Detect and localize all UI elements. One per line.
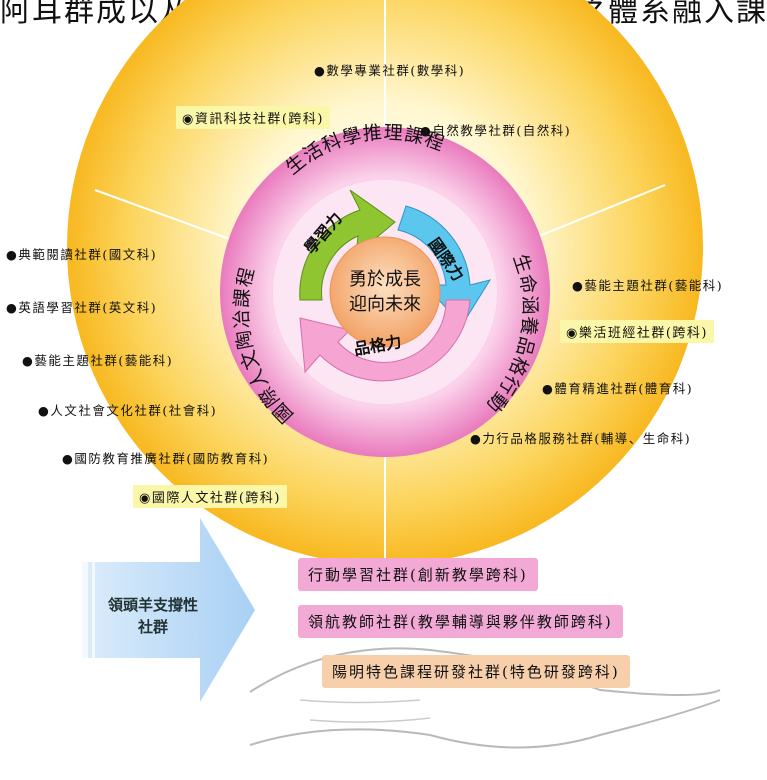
- leader-box-featured: 陽明特色課程研發社群(特色研發跨科): [322, 655, 630, 688]
- community-humanities: ●人文社會文化社群(社會科): [38, 403, 218, 418]
- community-class: ◉樂活班經社群(跨科): [560, 320, 714, 343]
- arrow-pink: [299, 299, 471, 382]
- hand-sketch-2: [249, 699, 721, 749]
- community-arts-right: ●藝能主題社群(藝能科): [572, 278, 724, 293]
- community-reading: ●典範閱讀社群(國文科): [6, 247, 158, 262]
- center-circle: [329, 236, 441, 348]
- leader-arrow-line-2: 社群: [137, 618, 168, 636]
- community-service: ●力行品格服務社群(輔導、生命科): [470, 431, 692, 446]
- leader-box-mentor: 領航教師社群(教學輔導與夥伴教師跨科): [298, 605, 623, 638]
- leader-box-mobile: 行動學習社群(創新教學跨科): [298, 558, 538, 591]
- community-defense: ●國防教育推廣社群(國防教育科): [62, 451, 270, 466]
- arrow-green: [299, 189, 396, 301]
- center-line-2: 迎向未來: [349, 294, 421, 315]
- community-pe: ●體育精進社群(體育科): [542, 381, 694, 396]
- community-science: ●自然教學社群(自然科): [420, 123, 572, 138]
- community-it: ◉資訊科技社群(跨科): [176, 106, 330, 129]
- leader-arrow-line-1: 領頭羊支撐性: [108, 596, 199, 614]
- leader-arrow-text: 領頭羊支撐性 社群: [108, 594, 198, 638]
- community-math: ●數學專業社群(數學科): [314, 63, 466, 78]
- community-arts-left: ●藝能主題社群(藝能科): [22, 353, 174, 368]
- center-line-1: 勇於成長: [349, 269, 421, 290]
- community-intl: ◉國際人文社群(跨科): [133, 485, 287, 508]
- community-english: ●英語學習社群(英文科): [6, 300, 158, 315]
- leader-arrow: [82, 518, 255, 702]
- arrow-blue: [397, 205, 492, 326]
